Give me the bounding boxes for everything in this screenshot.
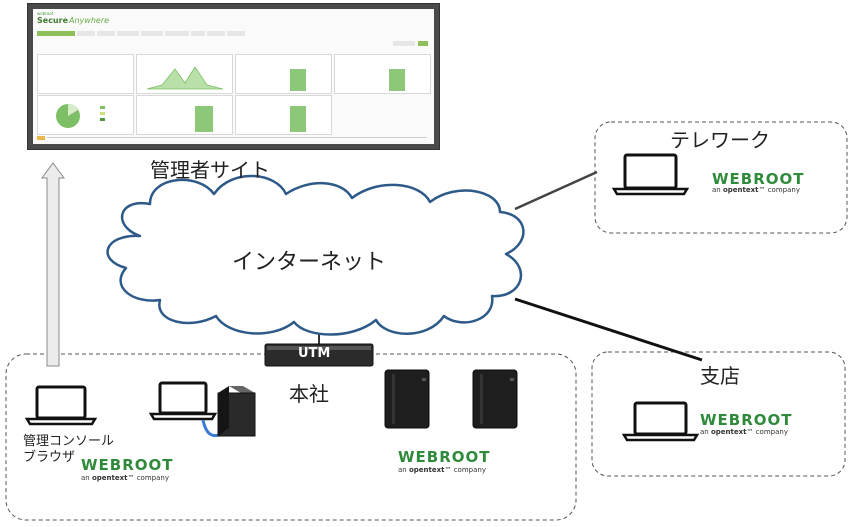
view-toggle[interactable] — [393, 41, 415, 46]
tab-active[interactable] — [37, 31, 75, 36]
admin-console-screenshot: webroot Secure Anywhere — [27, 3, 440, 150]
tab[interactable] — [117, 31, 139, 36]
telework-label: テレワーク — [670, 128, 770, 152]
admin-console-page: webroot Secure Anywhere — [33, 9, 434, 144]
webroot-tagline: an opentext™ company — [712, 186, 800, 194]
alert-badge — [37, 136, 45, 140]
branch-laptop-icon — [621, 401, 700, 442]
brand-secure: Secure — [37, 16, 68, 25]
upload-arrow — [41, 162, 65, 367]
dashboard-panel — [37, 95, 134, 135]
tab[interactable] — [141, 31, 163, 36]
console-laptop-icon — [24, 385, 98, 426]
view-toggle[interactable] — [418, 41, 428, 46]
webroot-wordmark: WEBROOT — [700, 411, 793, 429]
nas-server-icon-2 — [472, 369, 518, 429]
webroot-tagline: an opentext™ company — [398, 466, 486, 474]
tab[interactable] — [77, 31, 95, 36]
telework-box — [594, 121, 848, 234]
tab[interactable] — [191, 31, 205, 36]
internet-cloud — [106, 174, 525, 336]
branch-link — [514, 297, 703, 362]
webroot-tagline: an opentext™ company — [81, 474, 169, 482]
status-line — [47, 137, 427, 138]
telework-laptop-icon — [611, 153, 690, 196]
telework-link — [514, 170, 598, 211]
external-drive-icon — [217, 386, 256, 437]
nas-server-icon-1 — [384, 369, 430, 429]
dashboard-panel — [235, 54, 332, 94]
branch-label: 支店 — [700, 364, 740, 388]
backup-laptop-icon — [148, 381, 218, 421]
dashboard-panel — [37, 54, 134, 94]
webroot-tagline: an opentext™ company — [700, 428, 788, 436]
brand-small: webroot — [37, 11, 54, 16]
dashboard-panel — [136, 95, 233, 135]
webroot-wordmark: WEBROOT — [81, 456, 174, 474]
tab[interactable] — [227, 31, 245, 36]
tab[interactable] — [165, 31, 189, 36]
webroot-wordmark: WEBROOT — [712, 170, 805, 188]
brand-anywhere: Anywhere — [69, 16, 110, 25]
headquarters-label: 本社 — [289, 382, 329, 406]
dashboard-panel — [334, 54, 431, 94]
dashboard-panel — [136, 54, 233, 94]
internet-label: インターネット — [232, 250, 387, 275]
browser-label: ブラウザ — [23, 450, 76, 465]
admin-site-label: 管理者サイト — [150, 158, 270, 182]
webroot-wordmark: WEBROOT — [398, 448, 491, 466]
dashboard-panel — [235, 95, 332, 135]
tab[interactable] — [207, 31, 225, 36]
headquarters-box — [5, 353, 577, 521]
tab[interactable] — [97, 31, 115, 36]
branch-box — [591, 351, 846, 477]
console-label: 管理コンソール — [23, 434, 115, 449]
utm-label: UTM — [298, 346, 331, 361]
